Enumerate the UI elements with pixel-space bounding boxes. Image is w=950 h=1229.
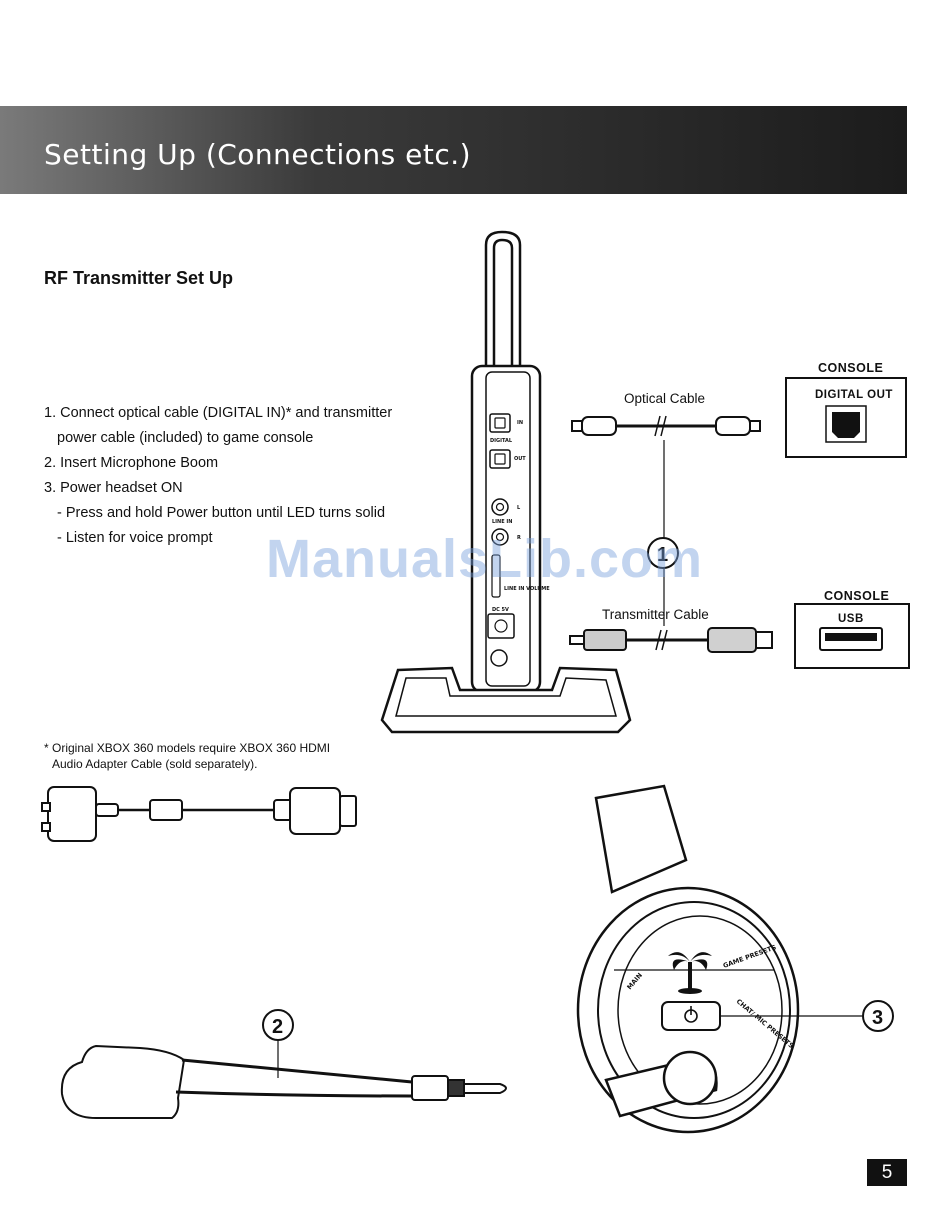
panel-line-in-label: LINE IN <box>492 519 512 525</box>
transmitter-illustration <box>380 230 632 734</box>
footnote: * Original XBOX 360 models require XBOX … <box>44 740 330 772</box>
usb-port-tongue <box>825 633 877 641</box>
digital-out-label: DIGITAL OUT <box>815 389 893 401</box>
optical-cable-label: Optical Cable <box>624 391 706 406</box>
callout-2-number: 2 <box>272 1016 283 1038</box>
headset-illustration <box>576 784 800 1134</box>
header-band <box>0 106 907 194</box>
section-title: RF Transmitter Set Up <box>44 268 234 288</box>
step-1-continued: power cable (included) to game console <box>57 430 314 446</box>
panel-dc-label: DC 5V <box>492 607 509 613</box>
panel-digital-label: DIGITAL <box>490 438 513 444</box>
console-label-2: CONSOLE <box>824 589 890 603</box>
panel-out-label: OUT <box>514 456 526 462</box>
callout-3 <box>862 1000 894 1032</box>
watermark: ManualsLib.com <box>266 529 704 589</box>
transmitter-cable <box>569 627 773 653</box>
setup-steps: 1. Connect optical cable (DIGITAL IN)* a… <box>44 401 392 551</box>
hdmi-adapter-illustration <box>41 786 357 842</box>
transmitter-cable-label: Transmitter Cable <box>602 607 709 622</box>
optical-cable <box>571 415 761 437</box>
usb-label: USB <box>838 613 864 625</box>
console-label-1: CONSOLE <box>818 361 884 375</box>
footnote-line-1: * Original XBOX 360 models require XBOX … <box>44 741 331 755</box>
step-2: 2. Insert Microphone Boom <box>44 455 219 471</box>
callout-2 <box>262 1009 294 1041</box>
panel-in-label: IN <box>517 420 523 426</box>
panel-l-label: L <box>517 505 521 511</box>
page-number: 5 <box>867 1159 907 1186</box>
callout-3-number: 3 <box>872 1007 883 1029</box>
step-3a: - Press and hold Power button until LED … <box>57 505 386 521</box>
callout-1 <box>647 537 679 569</box>
footnote-line-2: Audio Adapter Cable (sold separately). <box>52 757 258 771</box>
microphone-boom-illustration <box>60 1044 507 1119</box>
page-title: Setting Up (Connections etc.) <box>44 138 472 171</box>
callout-1-number: 1 <box>657 544 668 566</box>
panel-volume-label: LINE IN VOLUME <box>504 586 550 592</box>
panel-r-label: R <box>517 535 521 541</box>
optical-port-shape <box>832 412 860 438</box>
step-1: 1. Connect optical cable (DIGITAL IN)* a… <box>44 405 393 421</box>
palm-logo <box>668 952 712 994</box>
step-3b: - Listen for voice prompt <box>57 530 213 546</box>
step-3: 3. Power headset ON <box>44 480 183 496</box>
